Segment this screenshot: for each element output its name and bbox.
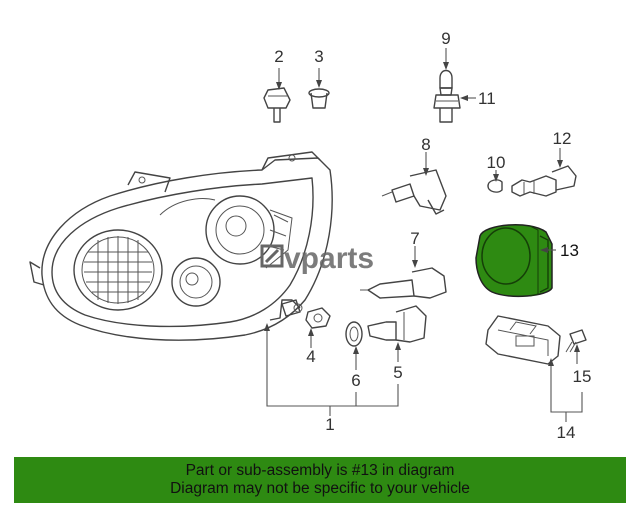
part-14-module[interactable] xyxy=(485,315,561,365)
part-8-bulb[interactable] xyxy=(381,169,447,215)
callout-1: 1 xyxy=(325,415,334,434)
part-3-grommet[interactable] xyxy=(308,88,330,109)
headlamp-exploded-diagram: vparts 2 3 9 11 8 10 12 7 13 4 6 5 1 15 … xyxy=(29,29,591,442)
callout-11: 11 xyxy=(478,89,496,108)
part-7-bulb[interactable] xyxy=(360,267,447,299)
callout-15: 15 xyxy=(573,367,592,386)
info-banner-line-2: Diagram may not be specific to your vehi… xyxy=(170,480,470,497)
part-11-socket[interactable] xyxy=(433,94,461,123)
callout-labels: 2 3 9 11 8 10 12 7 13 4 6 5 1 15 14 xyxy=(274,29,591,442)
watermark-logo: vparts xyxy=(260,242,374,275)
fog-lens-grid xyxy=(73,229,163,311)
part-9-bulb[interactable] xyxy=(439,69,453,96)
part-13-socket-highlighted[interactable] xyxy=(475,224,553,298)
callout-14: 14 xyxy=(557,423,576,442)
part-15-screw[interactable] xyxy=(565,329,587,353)
part-10-bulb[interactable] xyxy=(487,179,503,193)
headlamp-assembly[interactable] xyxy=(29,151,333,341)
callout-12: 12 xyxy=(553,129,572,148)
callout-9: 9 xyxy=(441,29,450,48)
part-2-clip[interactable] xyxy=(263,87,291,123)
callout-3: 3 xyxy=(314,47,323,66)
callout-2: 2 xyxy=(274,47,283,66)
arrowheads xyxy=(264,62,580,366)
callout-8: 8 xyxy=(421,135,430,154)
info-banner: Part or sub-assembly is #13 in diagram D… xyxy=(14,457,626,503)
callout-5: 5 xyxy=(393,363,402,382)
callout-13: 13 xyxy=(560,241,579,260)
part-6-o-ring[interactable] xyxy=(345,321,363,347)
part-4-nut[interactable] xyxy=(305,307,331,329)
callout-6: 6 xyxy=(351,371,360,390)
callout-4: 4 xyxy=(306,347,315,366)
part-12-socket[interactable] xyxy=(511,165,577,197)
info-banner-line-1: Part or sub-assembly is #13 in diagram xyxy=(185,462,455,479)
callout-7: 7 xyxy=(410,229,419,248)
leader-lines xyxy=(266,48,583,422)
watermark-text: vparts xyxy=(284,242,374,275)
callout-10: 10 xyxy=(487,153,506,172)
part-5-bulb[interactable] xyxy=(367,305,427,343)
